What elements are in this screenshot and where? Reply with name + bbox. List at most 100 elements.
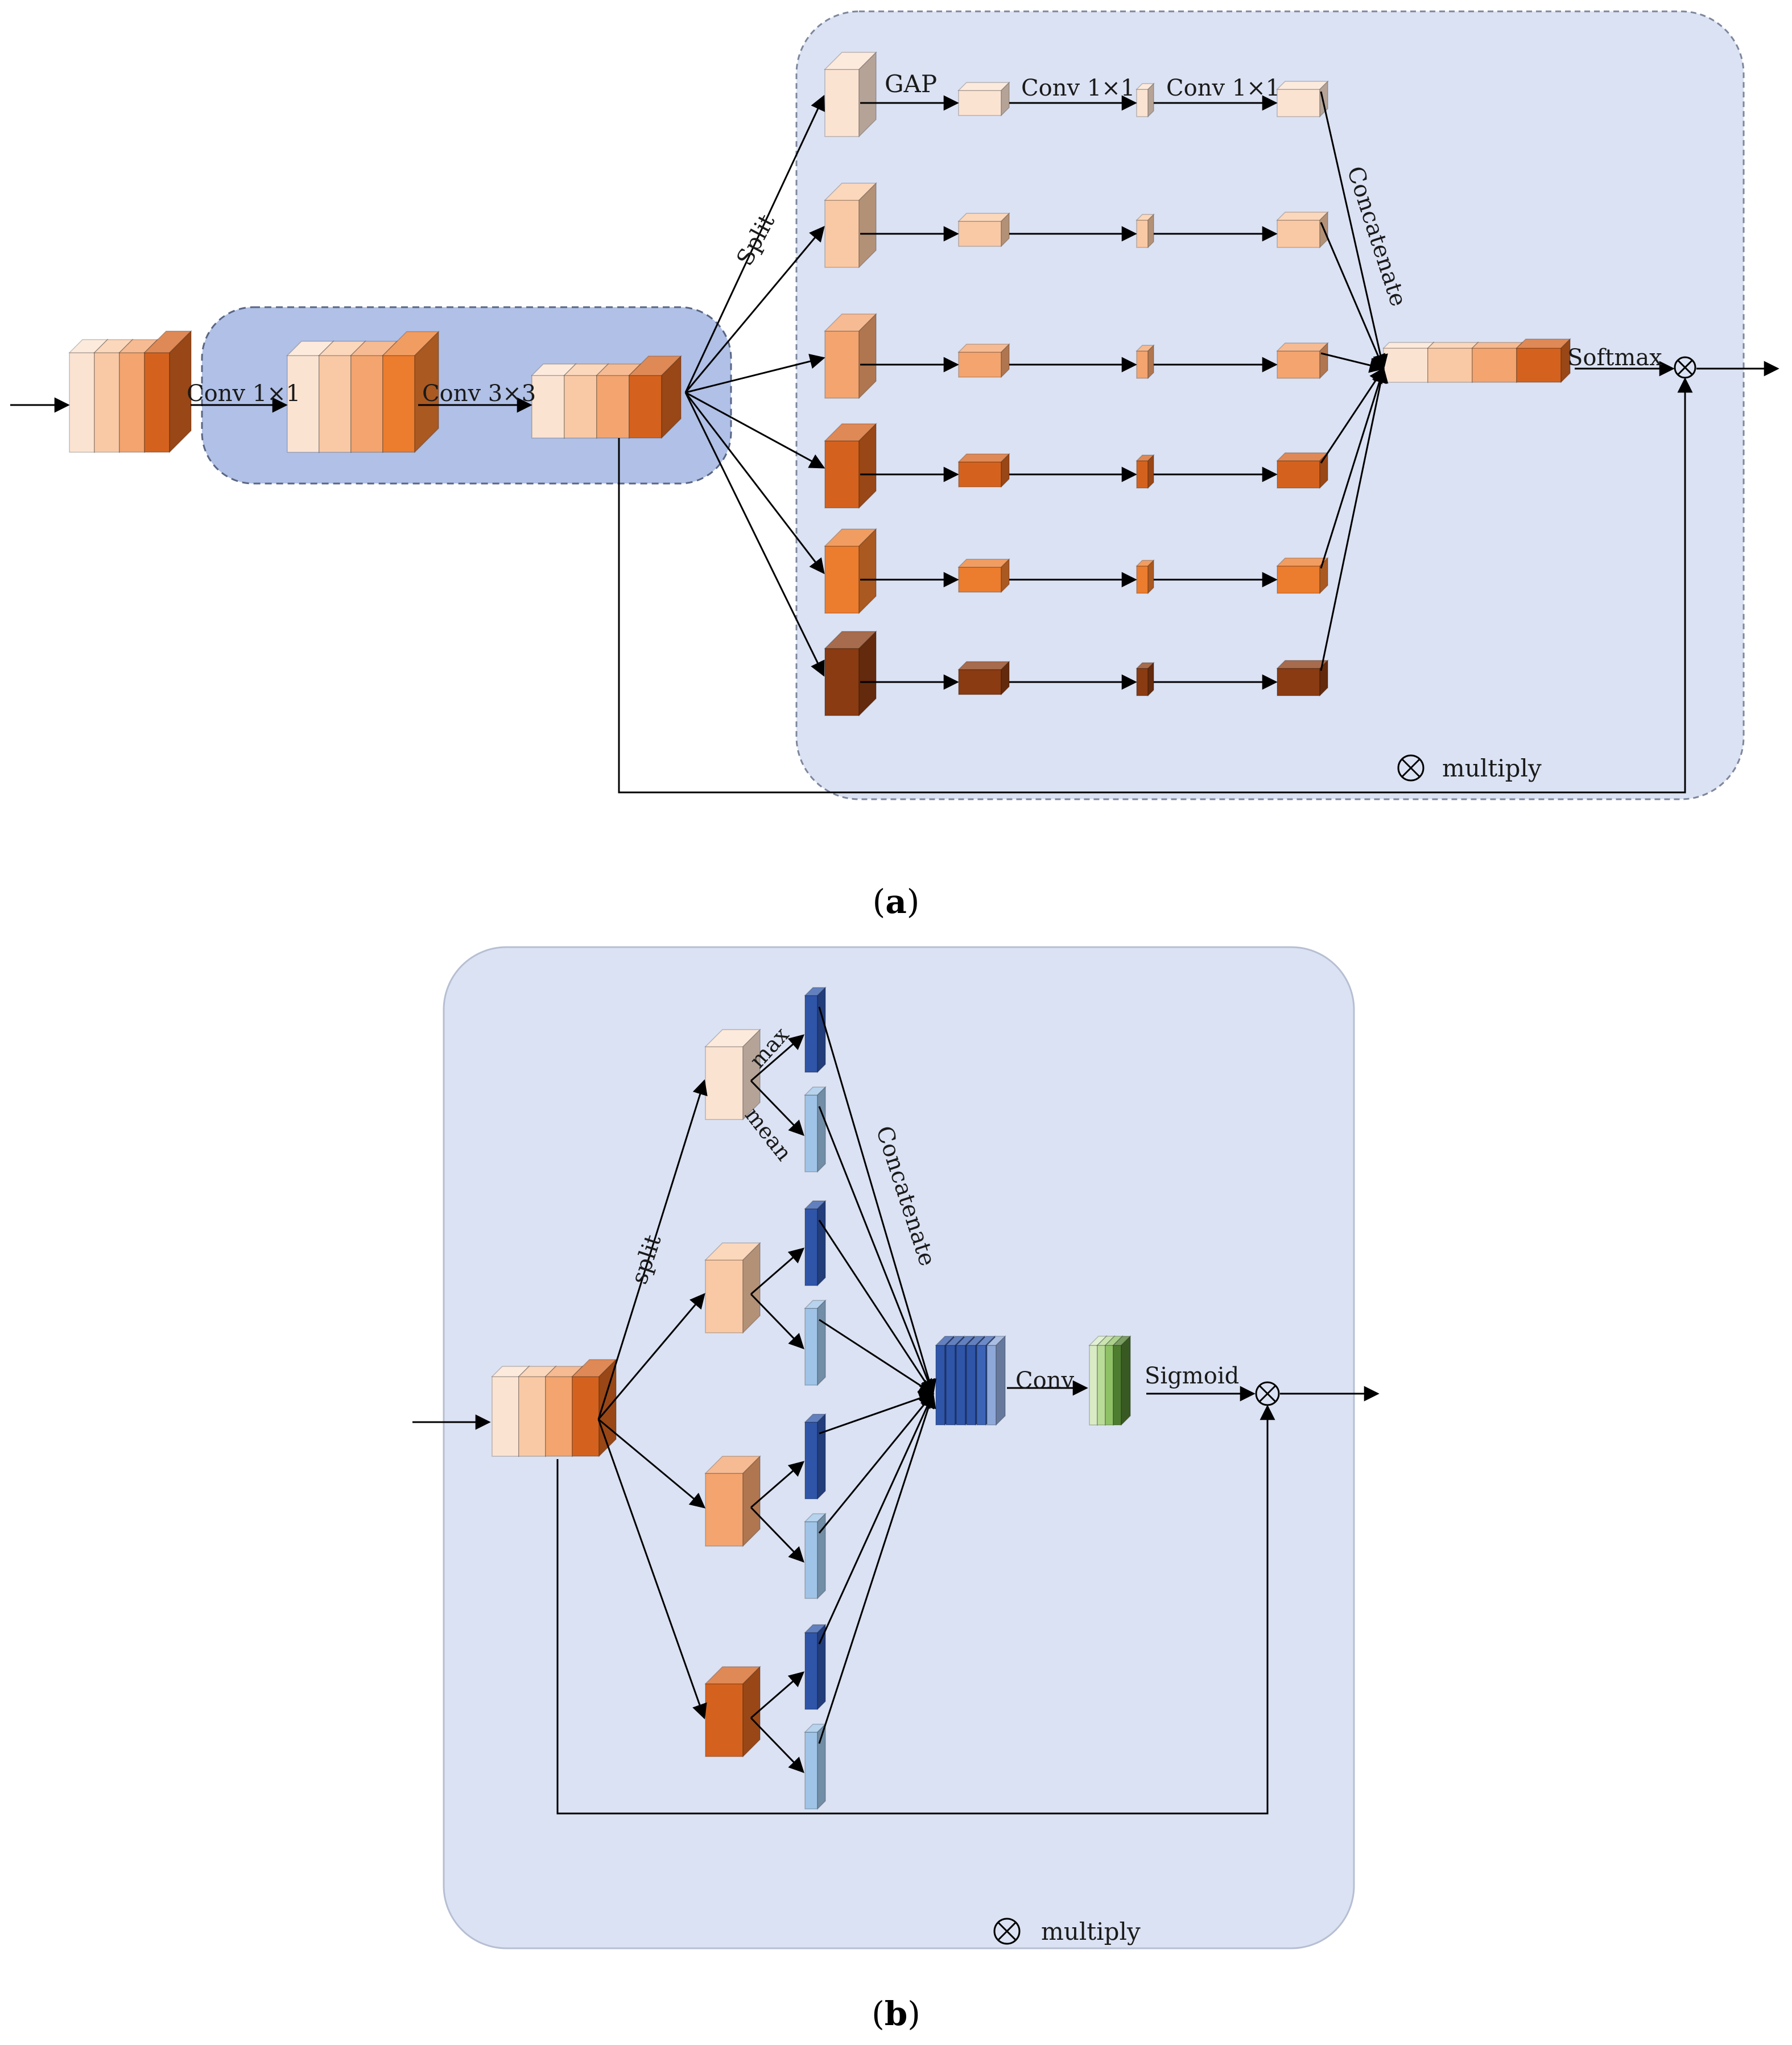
cube-top — [957, 82, 1010, 91]
cube-side — [1319, 80, 1328, 118]
branch-1-squeeze — [1136, 82, 1155, 118]
conv-label-b: Conv — [1015, 1368, 1074, 1394]
cube-side — [1147, 213, 1154, 249]
branch-1-gap — [957, 81, 1010, 117]
split-arrow-b-2 — [597, 1292, 705, 1420]
branch-4-split-arrow — [685, 391, 825, 469]
cube-front — [1427, 348, 1473, 383]
cube-side — [858, 182, 877, 268]
branch-5-concat-arrow — [1320, 367, 1387, 569]
branch-1-excite — [1276, 80, 1329, 118]
cube-side — [817, 986, 826, 1073]
branch-3-feature — [824, 313, 877, 399]
cube-side — [742, 1242, 761, 1334]
branch-6-gap — [957, 660, 1010, 696]
cube-top — [1276, 660, 1329, 669]
mean-pool-map-4 — [804, 1723, 827, 1810]
cube-front — [350, 355, 383, 453]
cube-top — [957, 559, 1010, 568]
cube-side — [817, 1299, 826, 1386]
branch-5-feature — [824, 528, 877, 614]
split-feature-4 — [704, 1666, 761, 1758]
cube-side — [1147, 454, 1154, 489]
cube-top — [957, 344, 1010, 353]
attention-panel-b — [443, 946, 1355, 1949]
cube-front — [824, 69, 860, 137]
cube-side — [996, 1335, 1006, 1426]
cube-front — [956, 1345, 966, 1426]
branch-5-squeeze — [1136, 559, 1155, 594]
concat-mean-2 — [819, 1319, 935, 1395]
branch-5-excite — [1276, 557, 1329, 594]
split-label: Split — [732, 210, 780, 270]
conv3x3-tensor-slice — [628, 355, 682, 439]
branch-4-excite — [1276, 452, 1329, 489]
branch-4-squeeze — [1136, 454, 1155, 489]
cube-front — [804, 1422, 818, 1499]
concat-tensor-slice — [1516, 338, 1571, 383]
cube-front — [804, 1208, 818, 1286]
conv1x1-b-label: Conv 1×1 — [1166, 75, 1280, 101]
cube-front — [1277, 350, 1320, 379]
residual-path-a — [618, 377, 1693, 794]
max-pool-map-4 — [804, 1623, 827, 1711]
cube-side — [1147, 559, 1154, 594]
cube-front — [531, 375, 565, 439]
branch-2-excite — [1276, 211, 1329, 249]
cube-side — [1001, 660, 1010, 696]
input-tensor-a-slice — [143, 330, 192, 453]
max-arrow-4 — [750, 1671, 805, 1719]
cube-front — [705, 1473, 744, 1547]
concat-mean-3 — [818, 1392, 934, 1534]
mean-arrow-2 — [750, 1293, 804, 1349]
max-pool-map-3 — [804, 1413, 827, 1500]
cube-top — [957, 213, 1010, 222]
cube-front — [518, 1376, 546, 1457]
cube-side — [858, 313, 877, 399]
cube-side — [817, 1086, 826, 1173]
multiply-legend-icon — [1397, 754, 1424, 782]
branch-2-gap — [957, 212, 1010, 247]
cube-front — [1136, 668, 1149, 696]
cube-side — [1147, 662, 1154, 697]
cube-front — [824, 648, 860, 716]
mean-arrow-1 — [750, 1080, 804, 1136]
cube-front — [319, 355, 352, 453]
cube-front — [705, 1683, 744, 1757]
cube-side — [858, 528, 877, 614]
cube-front — [824, 330, 860, 399]
concat-tensor-slice — [1427, 341, 1479, 383]
max-arrow-2 — [750, 1247, 805, 1295]
cube-side — [1319, 342, 1328, 379]
cube-top — [1427, 342, 1479, 349]
cube-side — [858, 51, 877, 138]
cube-front — [958, 90, 1002, 116]
concat-max-2 — [818, 1220, 934, 1395]
cube-side — [817, 1623, 826, 1711]
cube-front — [705, 1046, 744, 1120]
cube-front — [1097, 1345, 1106, 1426]
cube-top — [1471, 342, 1523, 349]
cube-front — [804, 1094, 818, 1172]
cube-top — [1276, 212, 1329, 221]
mean-arrow-4 — [750, 1717, 804, 1773]
max-pool-map-2 — [804, 1200, 827, 1287]
gap-label: GAP — [885, 70, 937, 98]
branch-6-excite — [1276, 659, 1329, 697]
cube-front — [1089, 1345, 1098, 1426]
cube-top — [957, 661, 1010, 670]
cube-side — [1001, 81, 1010, 117]
cube-side — [817, 1200, 826, 1287]
cube-front — [1383, 348, 1428, 383]
split-feature-3 — [704, 1455, 761, 1547]
concat-tensor-slice — [1471, 341, 1523, 383]
branch-1-concat-arrow — [1320, 91, 1388, 370]
cube-front — [1136, 565, 1149, 594]
mean-pool-map-1 — [804, 1086, 827, 1173]
cube-front — [966, 1345, 976, 1426]
cube-front — [1136, 89, 1149, 117]
conv1x1-tensor-slice — [382, 330, 440, 453]
cube-front — [1105, 1345, 1114, 1426]
cube-front — [545, 1376, 573, 1457]
